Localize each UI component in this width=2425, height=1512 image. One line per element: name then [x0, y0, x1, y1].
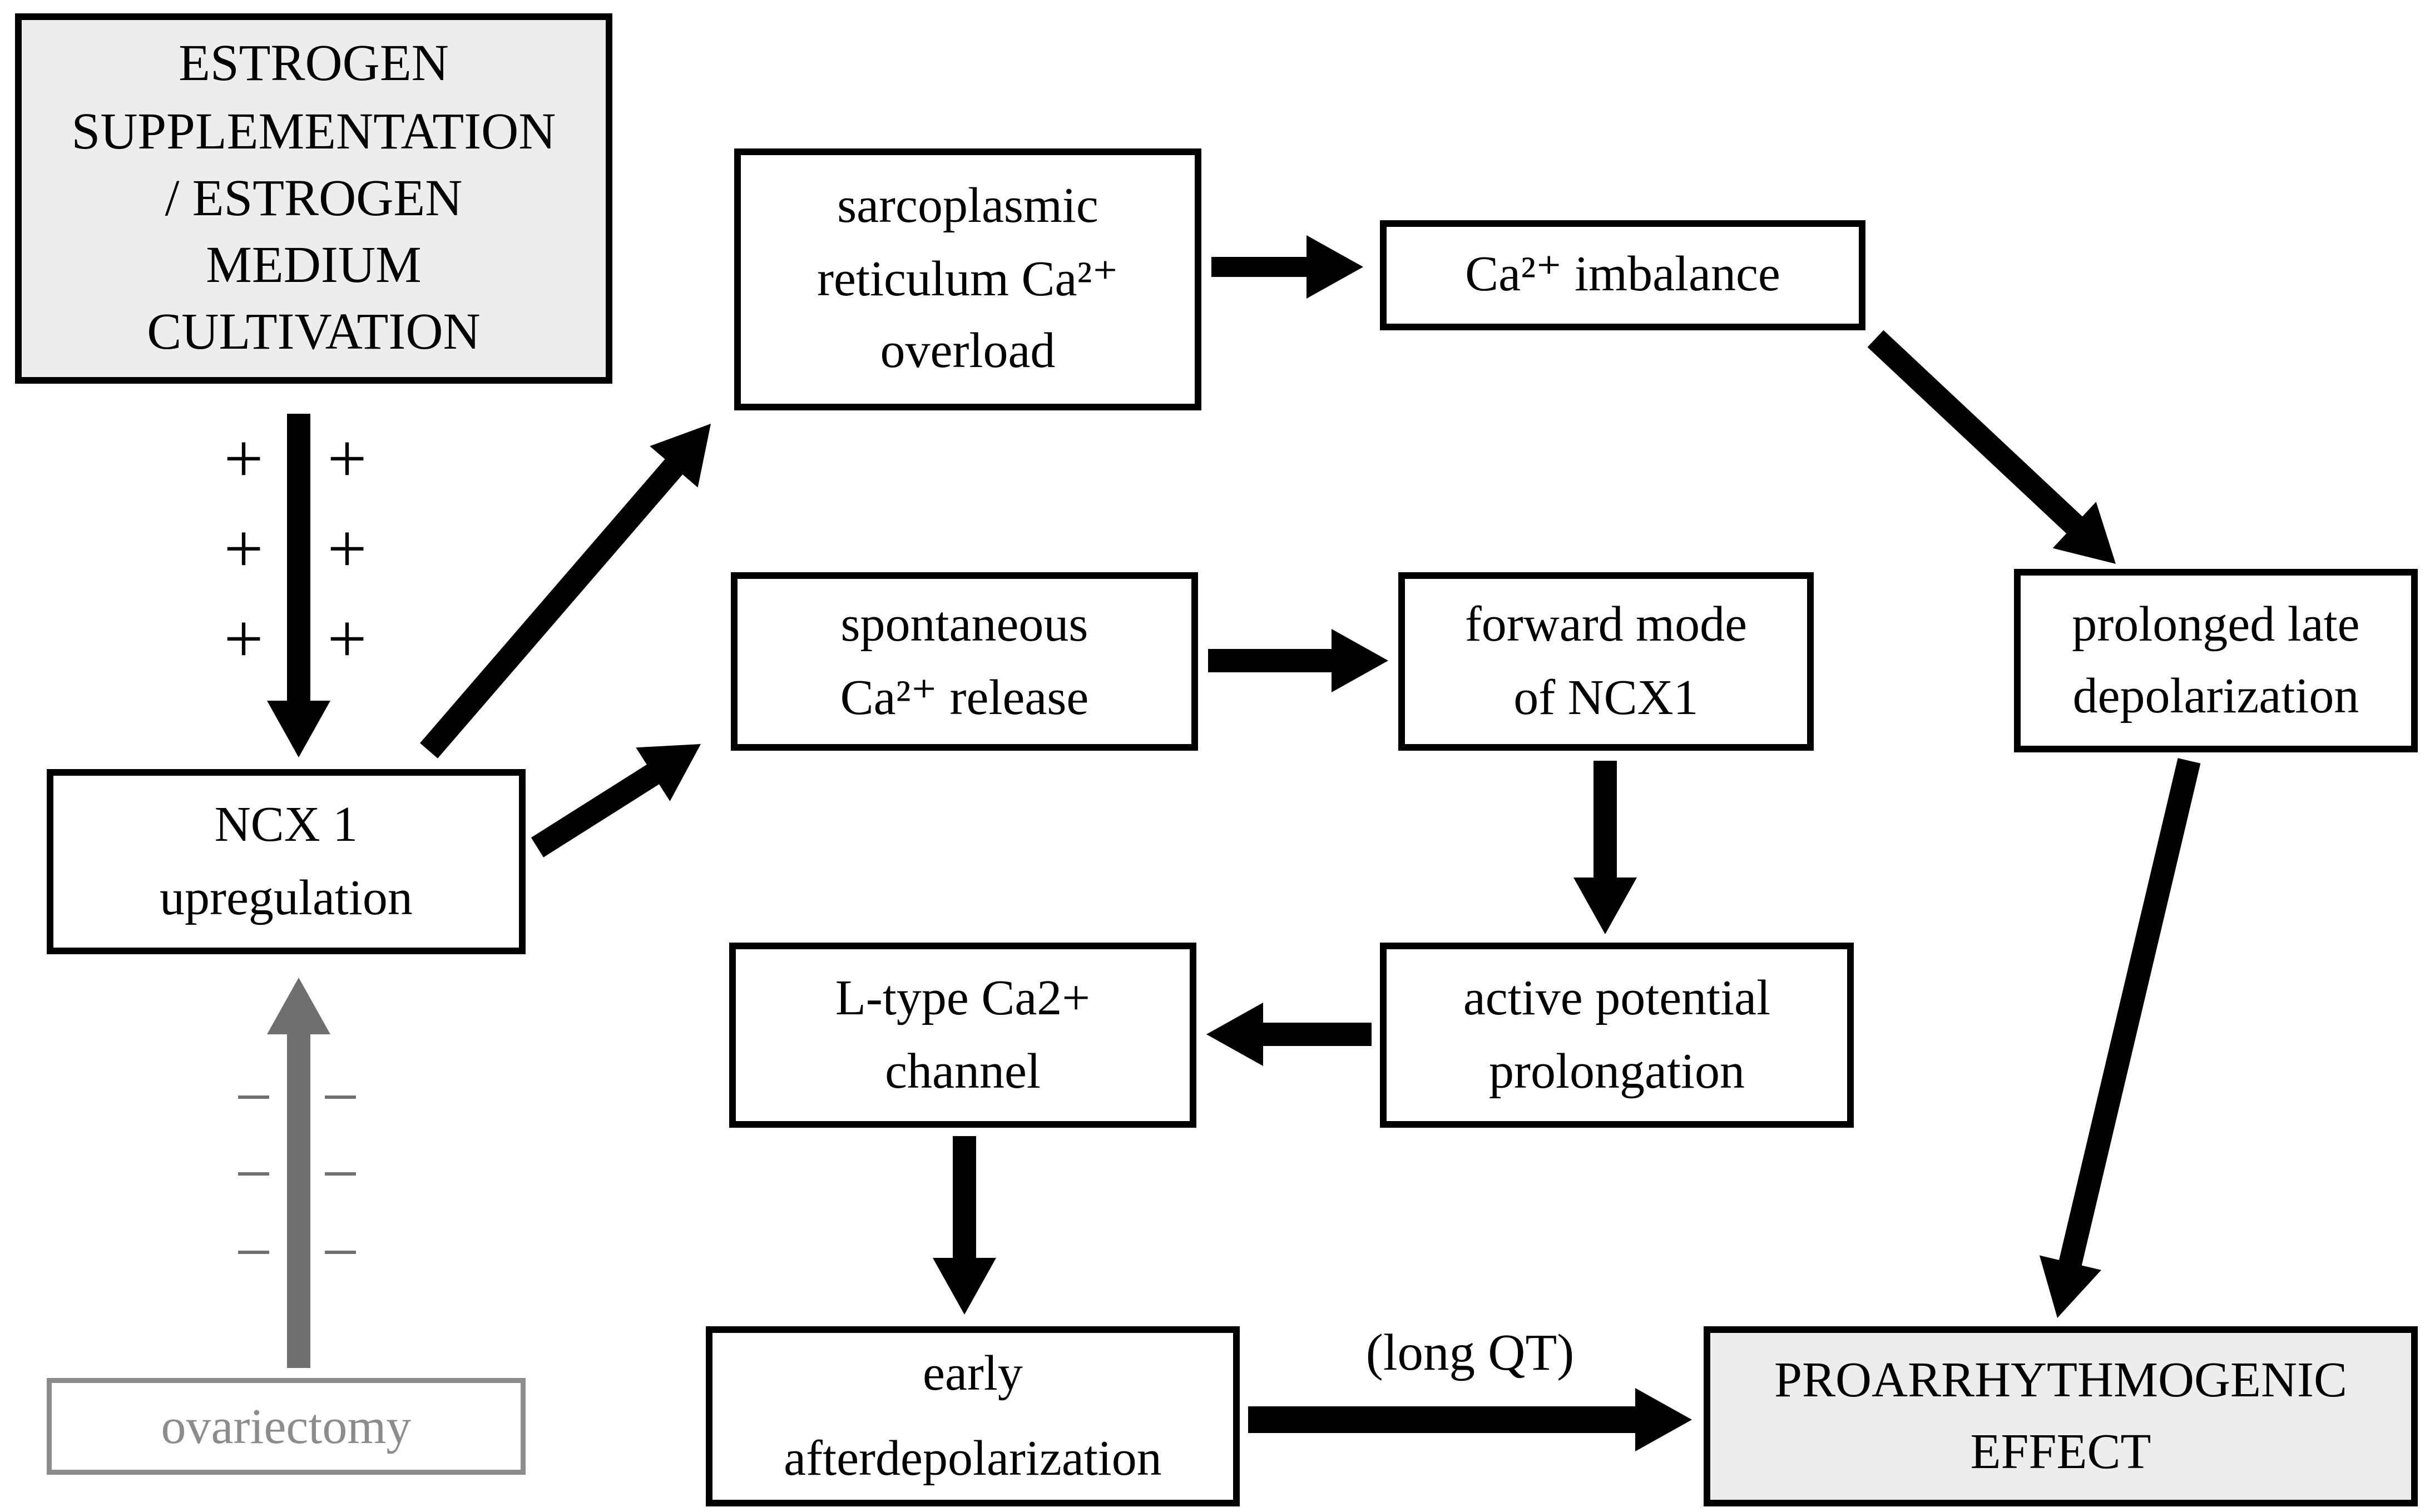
minus-sign: −	[235, 1214, 273, 1290]
arrow-ncx1-to-sarcoplasmic	[420, 424, 711, 759]
arrow-ltype-to-early	[933, 1136, 996, 1315]
node-ca-imbalance: Ca²⁺ imbalance	[1380, 220, 1865, 330]
node-sarcoplasmic-overload: sarcoplasmic reticulum Ca²⁺ overload	[734, 148, 1201, 410]
arrow-ncx1-to-spontaneous	[531, 744, 701, 857]
node-label: early afterdepolarization	[784, 1346, 1162, 1486]
node-label: ESTROGEN SUPPLEMENTATION / ESTROGEN MEDI…	[71, 33, 556, 361]
arrow-prolonged-to-proarrhythmogenic	[2039, 758, 2201, 1318]
arrow-active-potential-to-ltype	[1206, 1003, 1372, 1066]
node-estrogen-supplementation: ESTROGEN SUPPLEMENTATION / ESTROGEN MEDI…	[15, 13, 612, 384]
long-qt-label: (long QT)	[1365, 1323, 1575, 1381]
plus-sign: +	[224, 512, 264, 589]
node-label: forward mode of NCX1	[1464, 597, 1748, 725]
arrow-early-to-proarrhythmogenic	[1248, 1388, 1692, 1451]
node-spontaneous-ca-release: spontaneous Ca²⁺ release	[731, 572, 1198, 751]
arrow-ovariectomy-to-ncx1	[267, 978, 330, 1368]
node-forward-mode-ncx1: forward mode of NCX1	[1398, 572, 1814, 751]
minus-sign: −	[321, 1059, 359, 1134]
plus-sign: +	[224, 602, 264, 679]
node-label: sarcoplasmic reticulum Ca²⁺ overload	[817, 179, 1119, 379]
node-label: active potential prolongation	[1463, 971, 1771, 1099]
arrow-forward-mode-to-active-potential	[1573, 761, 1637, 934]
minus-sign: −	[235, 1136, 273, 1211]
arrow-ca-imbalance-to-prolonged	[1867, 330, 2116, 564]
node-early-afterdepolarization: early afterdepolarization	[706, 1326, 1240, 1506]
plus-sign: +	[327, 422, 367, 499]
node-label: L-type Ca2+ channel	[835, 971, 1091, 1099]
plus-sign: +	[327, 512, 367, 589]
arrow-sarcoplasmic-to-ca-imbalance	[1211, 235, 1363, 299]
minus-sign: −	[321, 1214, 359, 1290]
arrow-estrogen-to-ncx1	[267, 414, 330, 757]
node-ltype-ca-channel: L-type Ca2+ channel	[729, 943, 1196, 1128]
node-prolonged-late-depolarization: prolonged late depolarization	[2014, 569, 2418, 752]
node-label: NCX 1 upregulation	[160, 797, 413, 925]
node-active-potential-prolongation: active potential prolongation	[1380, 943, 1854, 1128]
minus-sign: −	[235, 1059, 273, 1134]
node-ovariectomy: ovariectomy	[47, 1378, 526, 1475]
minus-sign: −	[321, 1136, 359, 1211]
node-label: Ca²⁺ imbalance	[1465, 247, 1780, 303]
arrow-spontaneous-to-forward-mode	[1208, 629, 1388, 692]
plus-sign: +	[327, 602, 367, 679]
node-proarrhythmogenic-effect: PROARRHYTHMOGENIC EFFECT	[1704, 1326, 2418, 1506]
node-label: spontaneous Ca²⁺ release	[840, 597, 1089, 725]
plus-sign: +	[224, 422, 264, 499]
node-label: ovariectomy	[161, 1399, 412, 1454]
node-label: PROARRHYTHMOGENIC EFFECT	[1774, 1352, 2348, 1480]
node-label: prolonged late depolarization	[2072, 596, 2360, 725]
node-ncx1-upregulation: NCX 1 upregulation	[47, 769, 526, 954]
